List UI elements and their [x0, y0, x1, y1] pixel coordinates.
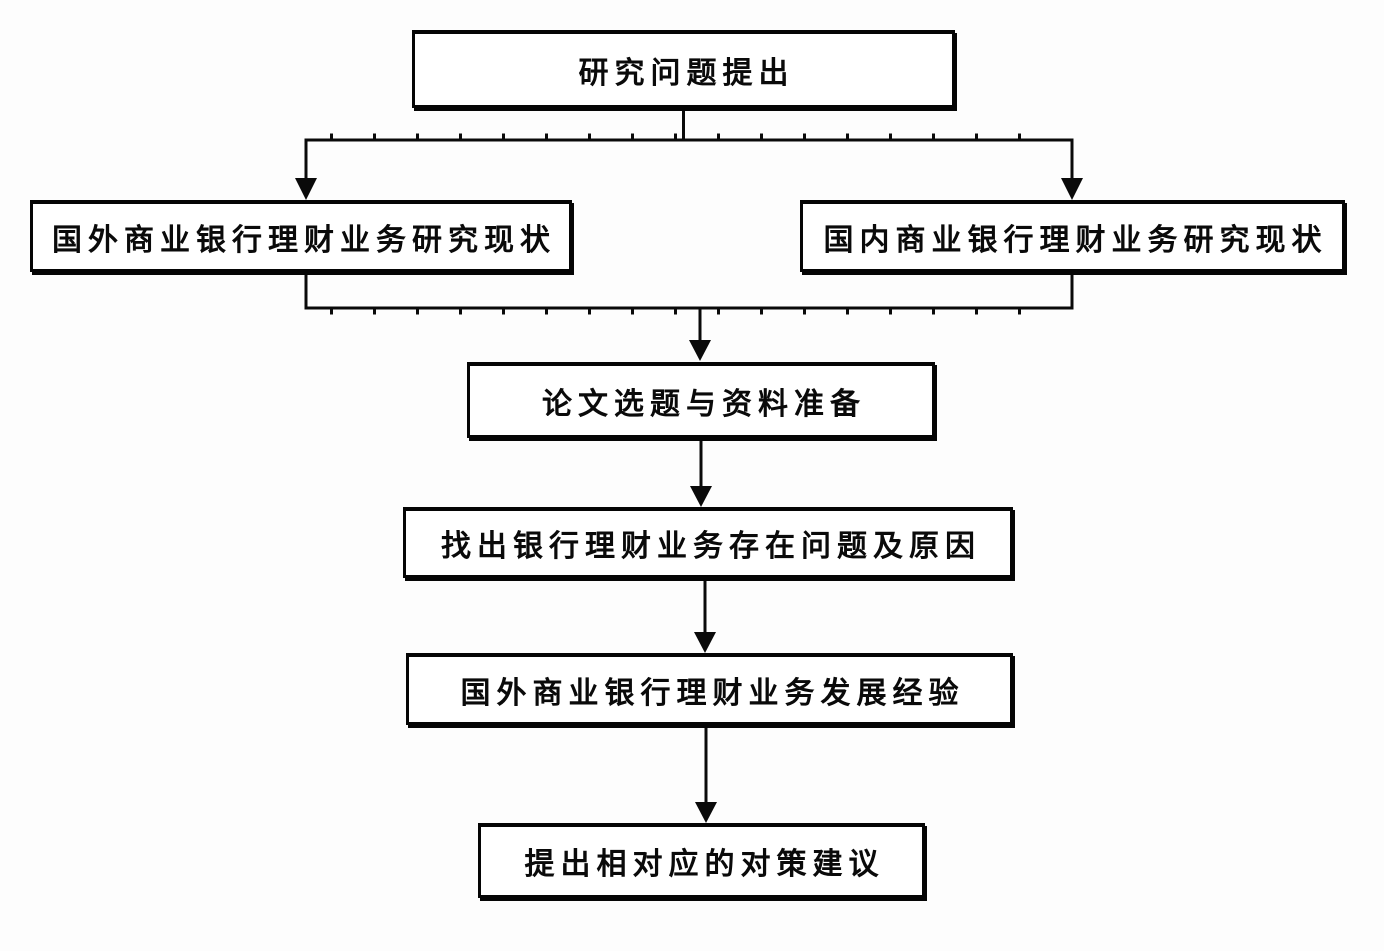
node-foreign-development-experience-label: 国外商业银行理财业务发展经验 [460, 675, 965, 711]
node-foreign-research-status-label: 国外商业银行理财业务研究现状 [52, 222, 556, 258]
node-problems-and-causes: 找出银行理财业务存在问题及原因 [403, 507, 1013, 578]
node-research-question: 研究问题提出 [412, 30, 955, 108]
arrowhead-to-domestic [1061, 178, 1083, 200]
node-domestic-research-status-label: 国内商业银行理财业务研究现状 [823, 222, 1328, 258]
node-topic-and-materials: 论文选题与资料准备 [467, 362, 935, 438]
arrowhead-to-topic [689, 340, 711, 361]
arrowhead-to-foreign [295, 178, 317, 200]
node-research-question-label: 研究问题提出 [578, 55, 795, 91]
node-foreign-development-experience: 国外商业银行理财业务发展经验 [406, 653, 1013, 725]
node-countermeasures-label: 提出相对应的对策建议 [524, 847, 885, 882]
node-domestic-research-status: 国内商业银行理财业务研究现状 [800, 200, 1345, 272]
arrowhead-to-experience [694, 632, 716, 653]
node-topic-and-materials-label: 论文选题与资料准备 [542, 386, 866, 422]
node-problems-and-causes-label: 找出银行理财业务存在问题及原因 [441, 529, 981, 564]
node-foreign-research-status: 国外商业银行理财业务研究现状 [30, 200, 572, 272]
arrowhead-to-countermeasures [695, 802, 717, 823]
arrowhead-to-problems [690, 486, 712, 507]
node-countermeasures: 提出相对应的对策建议 [478, 823, 925, 898]
